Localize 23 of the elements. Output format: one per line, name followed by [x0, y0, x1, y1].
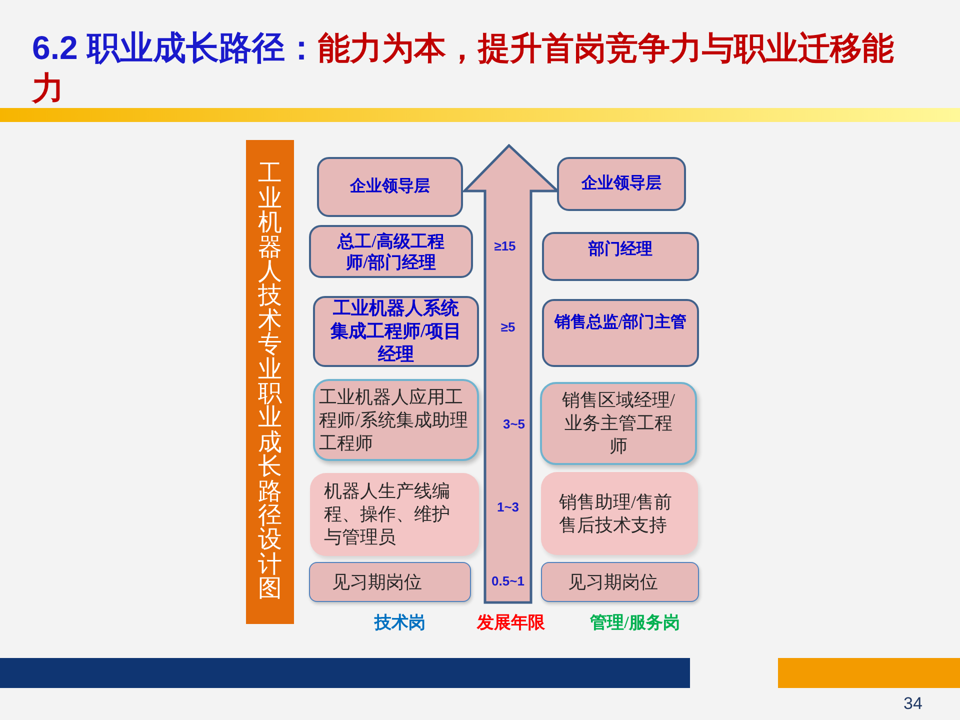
role-box: 企业领导层	[317, 157, 463, 217]
role-box: 销售总监/部门主管	[542, 299, 699, 367]
role-box: 工业机器人应用工程师/系统集成助理工程师	[313, 379, 479, 461]
slide-title: 6.2 职业成长路径：能力为本，提升首岗竞争力与职业迁移能力	[32, 28, 896, 108]
page-number: 34	[904, 694, 922, 713]
column-label: 技术岗	[374, 613, 426, 633]
year-label: 1~3	[496, 500, 520, 514]
column-label: 管理/服务岗	[590, 613, 680, 633]
column-label: 发展年限	[477, 613, 545, 633]
role-box: 企业领导层	[557, 157, 686, 211]
year-label: 3~5	[502, 416, 526, 432]
year-label: ≥5	[500, 320, 516, 334]
role-box: 见习期岗位	[309, 562, 471, 602]
role-box: 工业机器人系统集成工程师/项目经理	[313, 296, 479, 367]
year-label: ≥15	[494, 238, 516, 254]
year-label: 0.5~1	[492, 574, 524, 588]
role-box: 见习期岗位	[541, 562, 699, 602]
role-box: 销售区域经理/业务主管工程师	[540, 382, 697, 465]
role-box: 总工/高级工程师/部门经理	[309, 225, 473, 278]
role-box: 销售助理/售前售后技术支持	[541, 472, 698, 555]
role-box: 机器人生产线编程、操作、维护与管理员	[310, 473, 479, 556]
vertical-banner: 工业机器人技术专业职业成长路径设计图	[246, 140, 294, 624]
role-box: 部门经理	[542, 232, 699, 281]
